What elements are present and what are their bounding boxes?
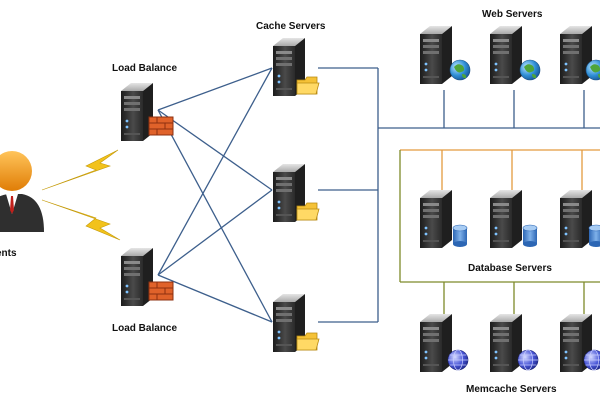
web-server-3 bbox=[560, 26, 600, 84]
network-globe-icon bbox=[447, 349, 469, 371]
clients-person-icon bbox=[0, 151, 44, 232]
lb-cache-links bbox=[157, 67, 273, 323]
database-icon bbox=[588, 224, 600, 248]
cache-backbone bbox=[318, 67, 600, 323]
globe-icon bbox=[449, 59, 471, 81]
cache-server-3 bbox=[273, 294, 320, 352]
database-server-1 bbox=[420, 190, 468, 248]
database-bus bbox=[400, 149, 600, 190]
load-balancer-bottom bbox=[121, 248, 174, 306]
database-servers-label: Database Servers bbox=[468, 263, 552, 274]
cache-servers-label: Cache Servers bbox=[256, 21, 326, 32]
globe-icon bbox=[519, 59, 541, 81]
memcache-server-3 bbox=[560, 314, 600, 372]
database-icon bbox=[452, 224, 468, 248]
memcache-bus bbox=[399, 150, 600, 316]
load-balance-top-label: Load Balance bbox=[112, 63, 177, 74]
clients-label: ents bbox=[0, 248, 17, 259]
memcache-server-2 bbox=[490, 314, 539, 372]
cache-server-2 bbox=[273, 164, 320, 222]
database-server-2 bbox=[490, 190, 538, 248]
database-server-3 bbox=[560, 190, 600, 248]
lightning-icon bbox=[41, 149, 121, 241]
memcache-server-1 bbox=[420, 314, 469, 372]
firewall-icon bbox=[148, 116, 174, 136]
web-servers-label: Web Servers bbox=[482, 9, 543, 20]
web-server-2 bbox=[490, 26, 541, 84]
load-balance-bottom-label: Load Balance bbox=[112, 323, 177, 334]
cache-server-1 bbox=[273, 38, 320, 96]
network-globe-icon bbox=[517, 349, 539, 371]
web-server-1 bbox=[420, 26, 471, 84]
database-icon bbox=[522, 224, 538, 248]
firewall-icon bbox=[148, 281, 174, 301]
load-balancer-top bbox=[121, 83, 174, 141]
memcache-servers-label: Memcache Servers bbox=[466, 384, 557, 395]
